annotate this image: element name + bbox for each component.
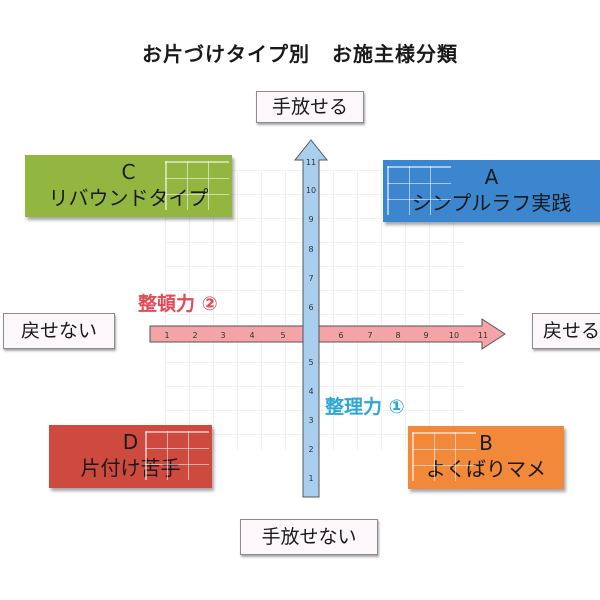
quadrant-b-letter: B [479, 431, 493, 455]
horizontal-tick-10: 10 [449, 331, 459, 340]
horizontal-tick-7: 7 [367, 331, 372, 340]
vertical-axis-title: 整理力 ① [325, 396, 405, 418]
horizontal-tick-4: 4 [249, 331, 254, 340]
vertical-arrow [293, 139, 329, 498]
vertical-tick-3: 3 [308, 416, 313, 425]
horizontal-tick-labels: 1 2 3 4 5 6 7 8 9 10 11 [164, 331, 488, 340]
vertical-tick-7: 7 [308, 274, 313, 283]
quadrant-a-letter: A [484, 165, 499, 189]
horizontal-tick-6: 6 [338, 331, 343, 340]
axis-end-right: 戻せる [532, 313, 600, 349]
horizontal-axis-title: 整頓力 ② [138, 293, 218, 315]
vertical-tick-11: 11 [306, 158, 316, 167]
horizontal-tick-8: 8 [395, 331, 400, 340]
horizontal-tick-5: 5 [280, 331, 285, 340]
vertical-tick-5: 5 [308, 358, 313, 367]
title-part-1: お片づけタイプ別 [142, 42, 310, 66]
horizontal-tick-1: 1 [164, 331, 169, 340]
horizontal-tick-11: 11 [478, 331, 488, 340]
horizontal-tick-2: 2 [192, 331, 197, 340]
horizontal-tick-3: 3 [220, 331, 225, 340]
axis-end-top: 手放せる [256, 91, 364, 123]
quadrant-d-letter: D [122, 430, 139, 454]
axis-end-bottom: 手放せない [240, 519, 378, 555]
vertical-tick-labels: 1 2 3 4 5 6 7 8 9 10 11 [306, 158, 316, 483]
title-part-2: お施主様分類 [332, 42, 458, 66]
vertical-tick-6: 6 [308, 303, 313, 312]
vertical-tick-2: 2 [308, 445, 313, 454]
horizontal-arrow [149, 318, 506, 350]
vertical-tick-10: 10 [306, 186, 316, 195]
horizontal-tick-9: 9 [423, 331, 428, 340]
vertical-tick-8: 8 [308, 245, 313, 254]
diagram-title: お片づけタイプ別お施主様分類 [0, 38, 600, 67]
quadrant-c-letter: C [121, 160, 136, 184]
axis-end-left: 戻せない [3, 313, 115, 349]
vertical-tick-1: 1 [308, 474, 313, 483]
vertical-tick-4: 4 [308, 387, 313, 396]
vertical-tick-9: 9 [308, 215, 313, 224]
